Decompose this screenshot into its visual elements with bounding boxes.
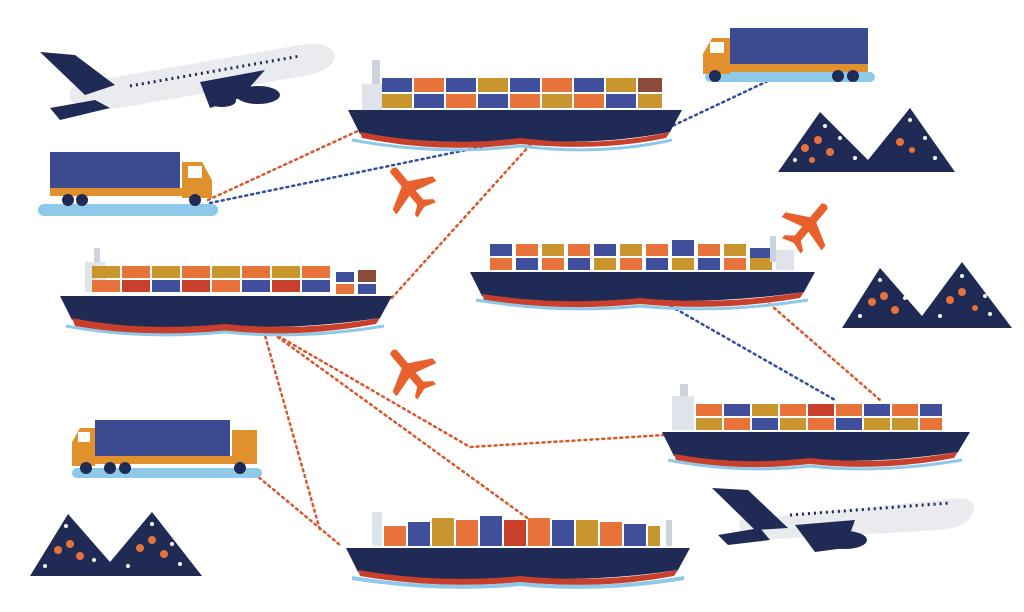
- route-ship1-truck2: [666, 78, 772, 130]
- route-truck1-ship1-blue: [208, 140, 507, 205]
- plane-marker-icon: [781, 203, 828, 254]
- truck-icon: [703, 28, 875, 82]
- plane-marker-icon: [390, 167, 437, 218]
- truck-icon: [72, 420, 262, 478]
- airliner-icon: [712, 488, 975, 552]
- route-ship3-ship4: [658, 298, 837, 402]
- plane-marker-icon: [390, 349, 437, 400]
- route-lines: [206, 78, 882, 547]
- route-truck3-ship5: [248, 468, 342, 547]
- airliner-icon: [40, 43, 335, 120]
- cargo-pile-icon: [30, 512, 202, 576]
- container-ship-icon: [60, 248, 392, 337]
- truck-icon: [38, 152, 218, 216]
- container-ship-icon: [470, 236, 815, 311]
- cargo-pile-icon: [778, 108, 955, 172]
- container-ship-icon: [348, 60, 682, 152]
- cargo-pile-icon: [842, 262, 1012, 328]
- route-ship2-ship5: [260, 323, 322, 532]
- route-ship3-ship4b: [763, 298, 882, 402]
- route-truck1-ship1: [206, 128, 362, 202]
- container-ship-icon: [346, 512, 690, 589]
- route-ship2-ship4: [266, 328, 667, 449]
- container-ship-icon: [662, 384, 970, 471]
- route-ship1-ship2: [388, 143, 532, 302]
- route-ship2-ship5b: [266, 328, 532, 522]
